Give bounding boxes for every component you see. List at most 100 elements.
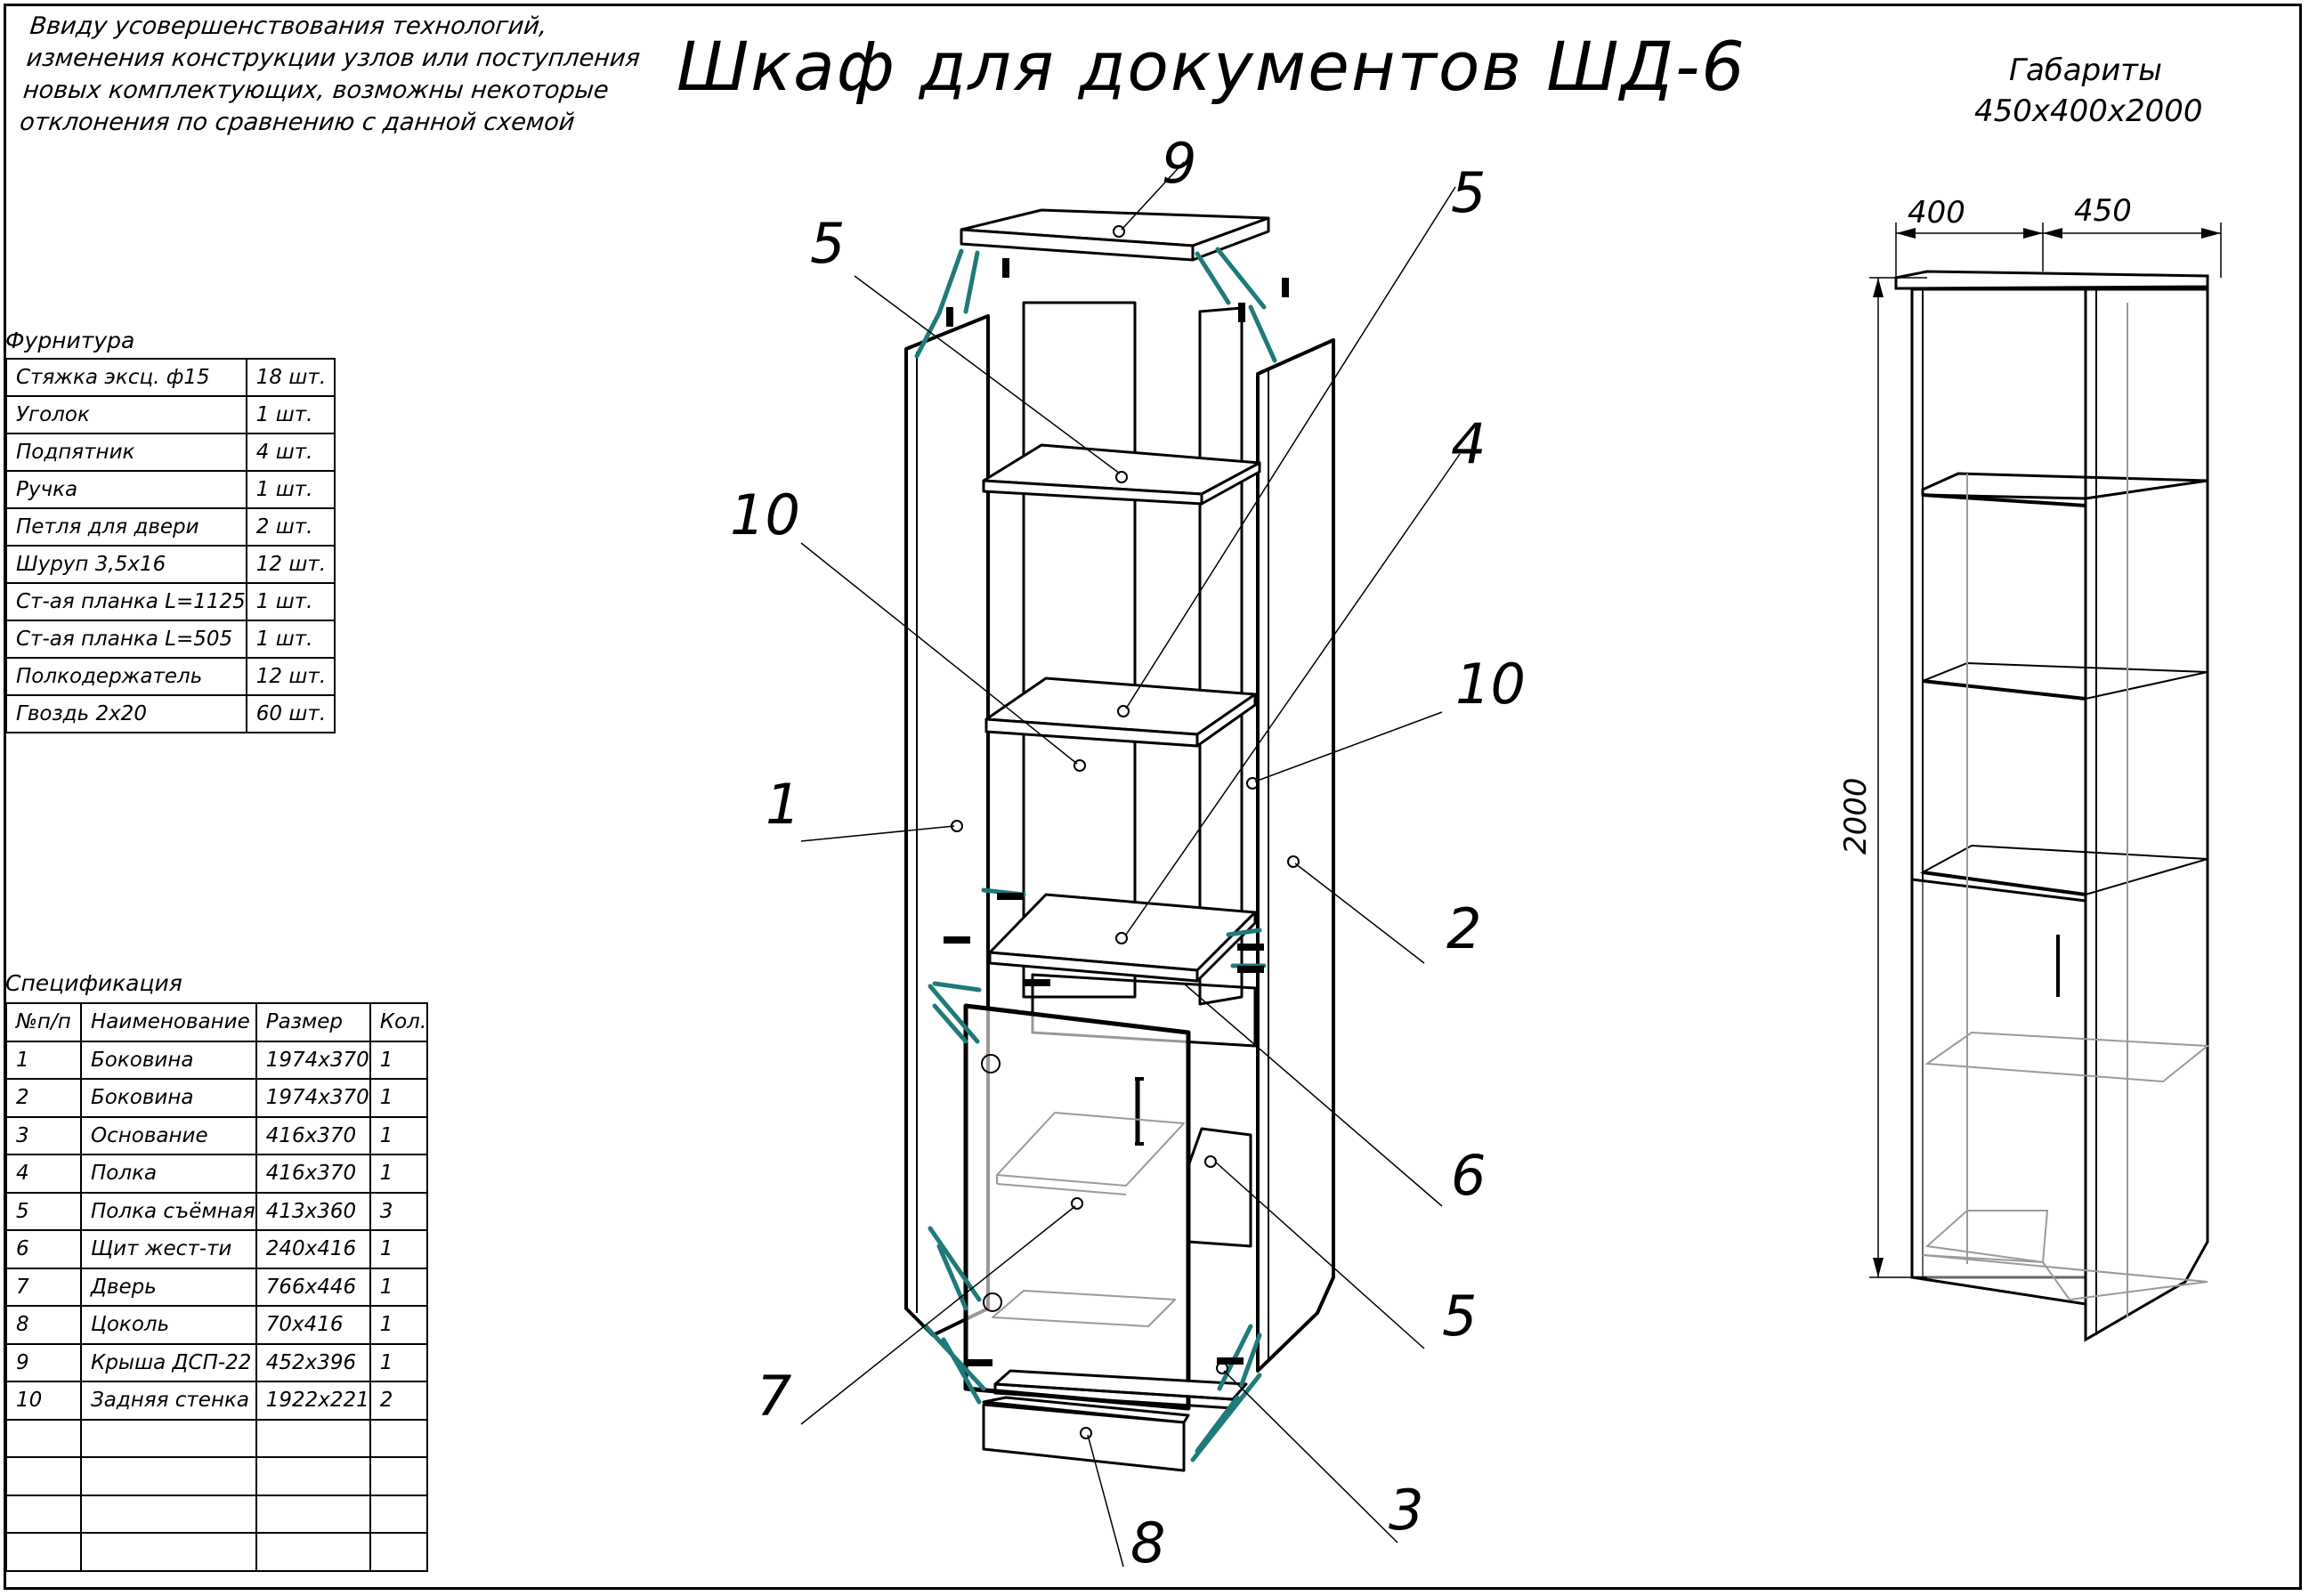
specification-caption: Спецификация (5, 970, 182, 996)
cell-name: Полка съёмная (80, 1191, 257, 1231)
back-panel-left (1022, 301, 1137, 999)
callout-5-upper-left: 5 (810, 211, 845, 276)
dimension-lines (1869, 223, 2222, 1278)
callout-8: 8 (1130, 1511, 1165, 1576)
cell-number: 9 (5, 1342, 82, 1382)
cell-qty: 1 (369, 1305, 429, 1345)
leader-lines (800, 161, 1461, 1568)
hardware-name: Полкодержатель (5, 657, 247, 696)
cell-size: 416х370 (255, 1115, 371, 1155)
callout-2: 2 (1446, 896, 1481, 961)
hardware-name: Ст-ая планка L=1125 (5, 582, 247, 621)
cell-qty: 1 (369, 1229, 429, 1269)
cell-name: Крыша ДСП-22 (80, 1342, 257, 1382)
cell-size: 1974х370 (255, 1040, 371, 1080)
cell-size: 1922х221 (255, 1381, 371, 1421)
callout-7: 7 (757, 1364, 791, 1429)
cell-number: 4 (5, 1154, 82, 1194)
shelf-upper (982, 443, 1261, 506)
assembled-hidden-lines (1924, 303, 2210, 1317)
column-header: Наименование (80, 1002, 257, 1042)
depth-dimension: 400 (1908, 195, 1965, 231)
column-header: Кол. (369, 1002, 429, 1042)
hardware-qty: 1 шт. (245, 395, 336, 434)
shelf-lower (1187, 1127, 1252, 1248)
cell-name: Цоколь (80, 1305, 257, 1345)
back-panel-right (1198, 306, 1244, 1006)
cell-size: 452х396 (255, 1342, 371, 1382)
dimensions-heading: Габариты (2009, 53, 2162, 88)
table-row-empty (5, 1532, 429, 1572)
cell-qty: 3 (369, 1191, 429, 1231)
fixed-shelf (988, 893, 1257, 983)
callout-4: 4 (1451, 411, 1486, 476)
overall-dimensions: 450х400х2000 (1974, 93, 2203, 129)
drawing-frame (4, 4, 2302, 1590)
callout-3: 3 (1389, 1478, 1423, 1543)
drill-holes (951, 225, 1300, 1439)
hardware-name: Гвоздь 2х20 (5, 694, 247, 733)
table-header-row: №п/п Наименование Размер Кол. (5, 1002, 429, 1042)
hardware-qty: 12 шт. (245, 545, 336, 584)
hardware-qty: 1 шт. (245, 470, 336, 509)
cell-qty: 1 (369, 1267, 429, 1307)
table-row-empty (5, 1418, 429, 1458)
hardware-caption: Фурнитура (5, 328, 135, 353)
cell-qty: 2 (369, 1381, 429, 1421)
column-header: №п/п (5, 1002, 82, 1042)
assembled-cabinet (1894, 270, 2209, 1342)
callout-9: 9 (1162, 131, 1196, 196)
cell-name: Основание (80, 1115, 257, 1155)
hardware-qty: 18 шт. (245, 358, 336, 397)
callout-5-upper-right: 5 (1451, 160, 1486, 225)
door-panel (963, 1003, 1191, 1411)
cell-number: 3 (5, 1115, 82, 1155)
table-row-empty (5, 1456, 429, 1496)
cell-size: 240х416 (255, 1229, 371, 1269)
cell-qty: 1 (369, 1115, 429, 1155)
cell-name: Полка (80, 1154, 257, 1194)
callout-5-lower: 5 (1442, 1284, 1477, 1349)
hardware-name: Ручка (5, 470, 247, 509)
hardware-qty: 4 шт. (245, 433, 336, 472)
cell-name: Задняя стенка (80, 1381, 257, 1421)
cell-number: 5 (5, 1191, 82, 1231)
cell-name: Дверь (80, 1267, 257, 1307)
callout-10-right: 10 (1455, 652, 1526, 717)
cell-size: 70х416 (255, 1305, 371, 1345)
hardware-qty: 2 шт. (245, 507, 336, 547)
cell-number: 8 (5, 1305, 82, 1345)
hardware-name: Подпятник (5, 433, 247, 472)
cell-qty: 1 (369, 1078, 429, 1118)
cell-qty: 1 (369, 1342, 429, 1382)
cell-name: Боковина (80, 1078, 257, 1118)
hardware-name: Ст-ая планка L=505 (5, 620, 247, 659)
hardware-qty: 1 шт. (245, 582, 336, 621)
callout-6: 6 (1451, 1143, 1486, 1208)
cell-number: 1 (5, 1040, 82, 1080)
table-row-empty (5, 1494, 429, 1534)
cell-name: Щит жест-ти (80, 1229, 257, 1269)
cell-size: 1974х370 (255, 1078, 371, 1118)
fasteners (944, 258, 1289, 1366)
cell-size: 413х360 (255, 1191, 371, 1231)
drawing-title: Шкаф для документов ШД-6 (676, 27, 1746, 106)
cell-number: 2 (5, 1078, 82, 1118)
callout-1: 1 (766, 772, 800, 837)
